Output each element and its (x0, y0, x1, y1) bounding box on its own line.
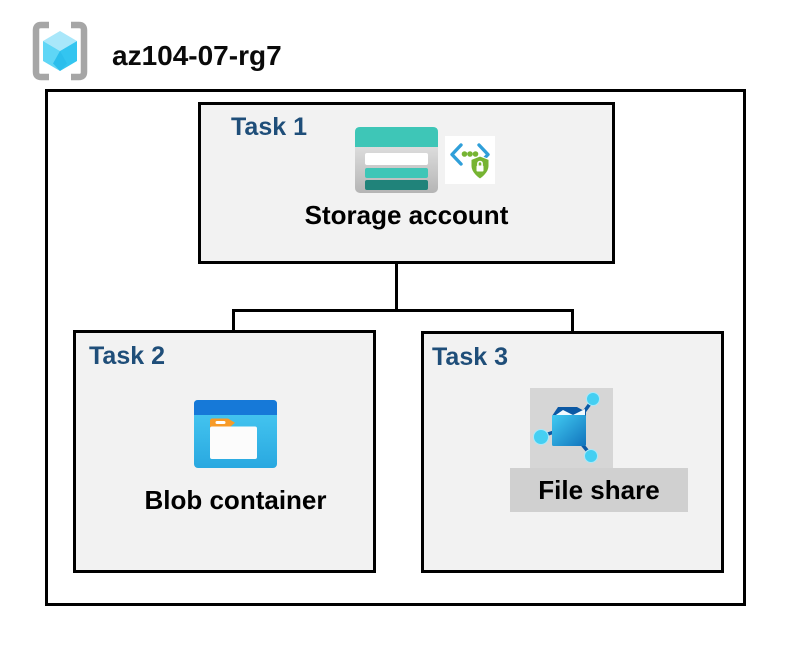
task2-label: Task 2 (89, 342, 165, 370)
blob-container-icon (194, 400, 277, 468)
resource-group-name: az104-07-rg7 (112, 40, 282, 71)
file-share-name: File share (538, 474, 660, 505)
resource-group-icon (28, 18, 92, 84)
task1-box: Task 1 (198, 102, 615, 264)
task3-label: Task 3 (432, 343, 508, 371)
file-share-label-bg: File share (510, 468, 688, 512)
blob-container-name: Blob container (144, 485, 327, 515)
connector-storage-trunk (395, 235, 398, 312)
storage-account-name: Storage account (304, 200, 509, 230)
connector-branch-horizontal (232, 309, 574, 312)
task3-box: Task 3 File share (421, 331, 724, 573)
sas-security-icon (445, 136, 495, 184)
task1-label: Task 1 (231, 113, 307, 141)
file-share-icon (530, 388, 613, 468)
task2-box: Task 2 Blob container (73, 330, 376, 573)
storage-account-icon (355, 127, 438, 193)
